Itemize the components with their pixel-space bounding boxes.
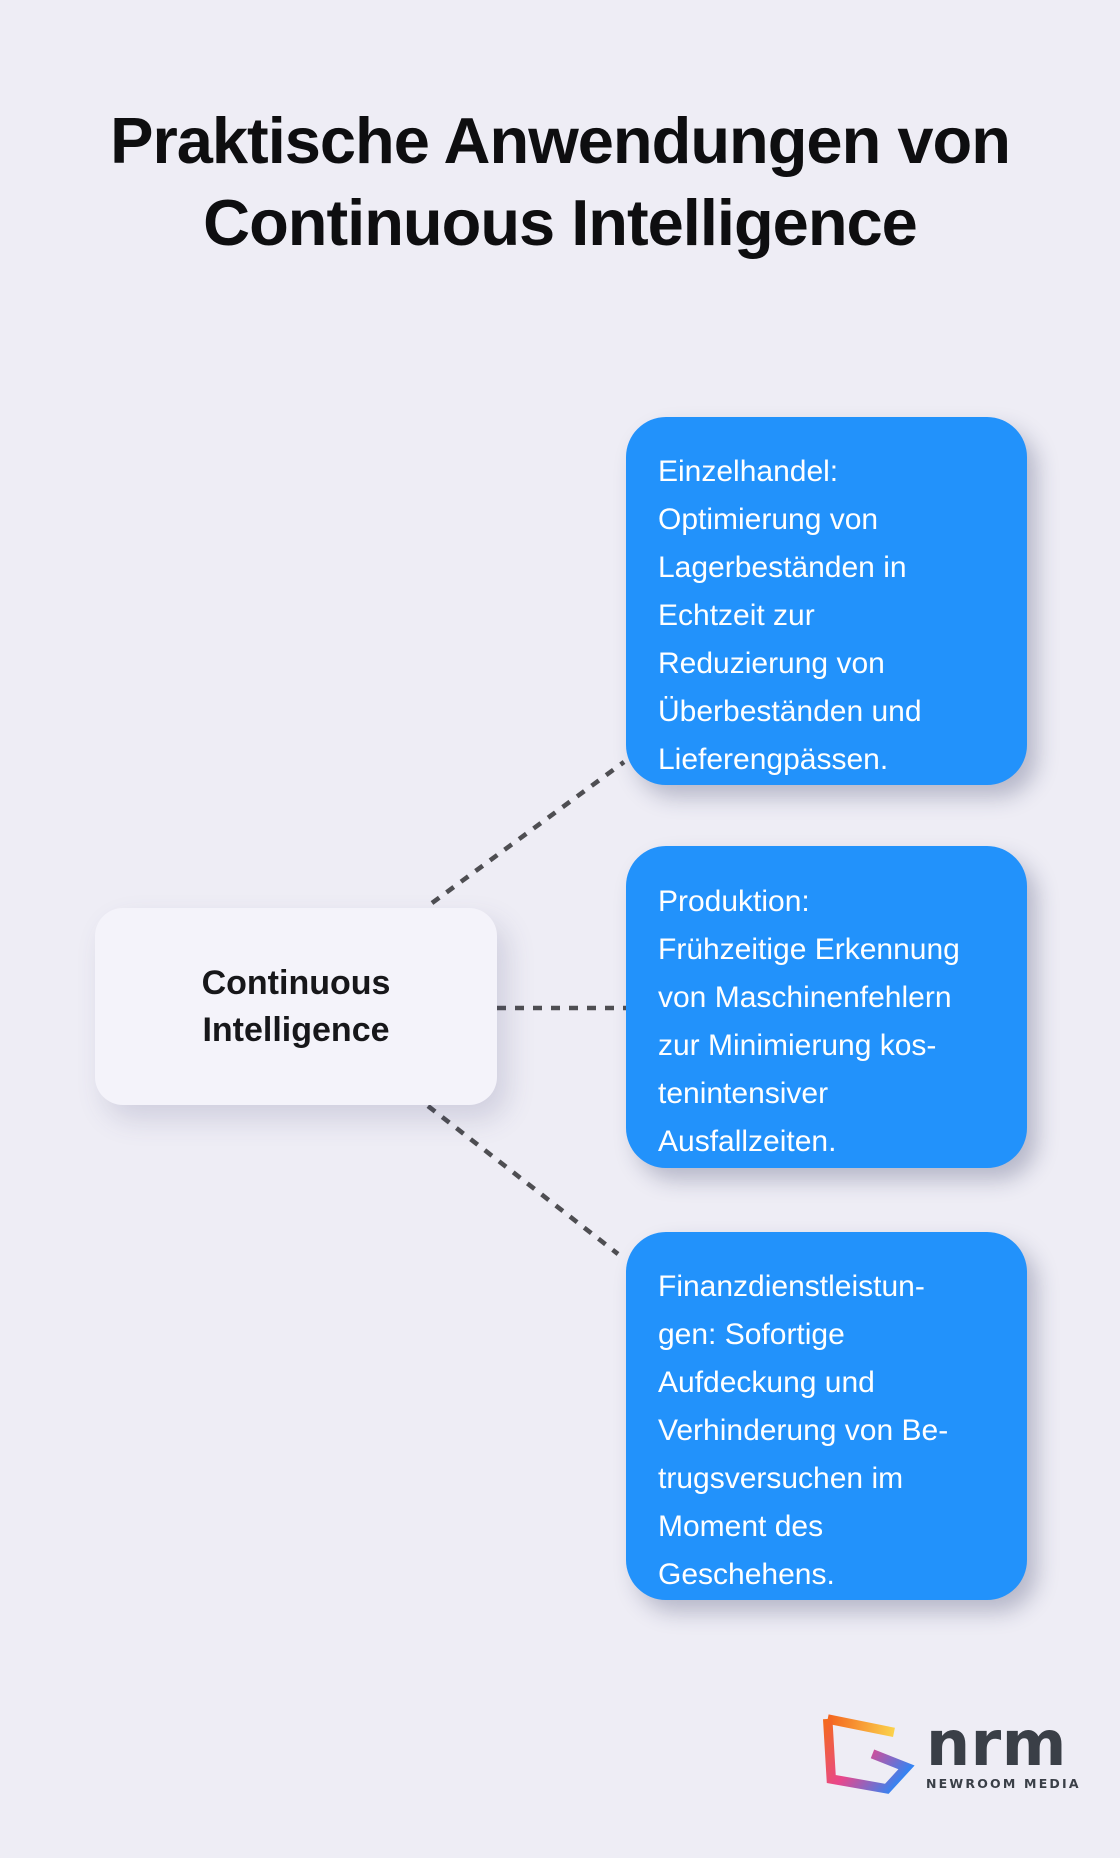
connector-center-to-finanzdienstleistungen — [426, 1104, 620, 1256]
center-node: Continuous Intelligence — [95, 908, 497, 1105]
center-node-label: Continuous Intelligence — [201, 963, 391, 1049]
nrm-logo-text: nrm NEWROOM MEDIA — [926, 1706, 1081, 1791]
node-produktion: Produktion: Frühzeitige Erkennung von Ma… — [626, 846, 1027, 1168]
connector-center-to-einzelhandel — [430, 760, 626, 905]
nrm-logo-company: NEWROOM MEDIA — [926, 1775, 1081, 1791]
nrm-mark-icon — [822, 1714, 915, 1794]
nrm-logo-acronym: nrm — [926, 1706, 1067, 1780]
node-einzelhandel: Einzelhandel: Optimierung von Lagerbestä… — [626, 417, 1027, 785]
node-finanzdienstleistungen-text: Finanzdienstleistun- gen: Sofortige Aufd… — [658, 1270, 949, 1591]
page-title: Praktische Anwendungen von Continuous In… — [110, 104, 1011, 259]
nrm-mark-body-stroke — [822, 1718, 915, 1794]
nrm-mark-top-stroke — [826, 1714, 895, 1738]
node-produktion-text: Produktion: Frühzeitige Erkennung von Ma… — [658, 885, 960, 1158]
nrm-logo: nrm NEWROOM MEDIA — [820, 1710, 1081, 1796]
node-finanzdienstleistungen: Finanzdienstleistun- gen: Sofortige Aufd… — [626, 1232, 1027, 1600]
node-einzelhandel-text: Einzelhandel: Optimierung von Lagerbestä… — [658, 455, 922, 776]
